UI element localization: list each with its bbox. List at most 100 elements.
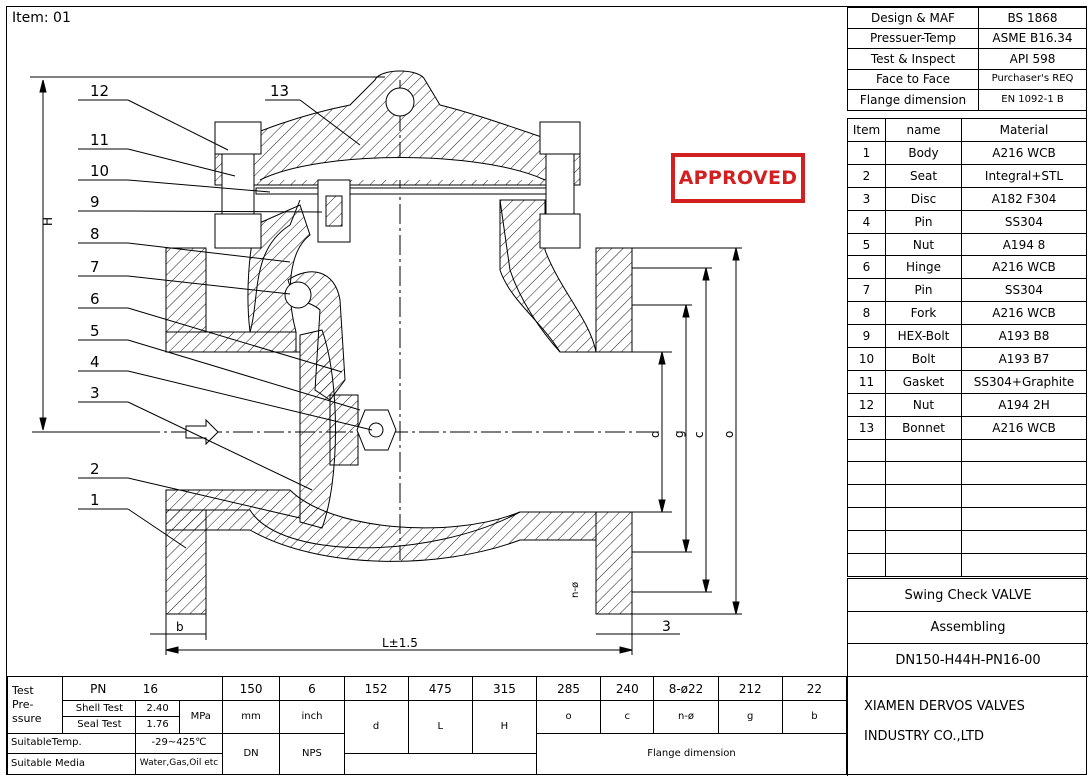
parts-cell-material: A182 F304 <box>961 186 1087 211</box>
callout-10: 10 <box>90 162 109 180</box>
callout-13: 13 <box>270 82 289 100</box>
parts-cell-item: 3 <box>847 186 886 211</box>
parts-cell-name <box>885 530 962 555</box>
drawing-sheet <box>6 6 1087 775</box>
flow-arrow-icon <box>185 418 219 446</box>
suitable-temp-label: SuitableTemp. <box>6 732 137 754</box>
dim-b: b <box>176 620 184 634</box>
dim-val-0: 150 <box>221 675 281 702</box>
parts-cell-material: SS304 <box>961 209 1087 234</box>
title-block: Swing Check VALVE Assembling DN150-H44H-… <box>847 578 1088 676</box>
unit-inch: inch <box>279 700 345 734</box>
parts-cell-item: 12 <box>847 392 886 417</box>
parts-cell-name: Seat <box>885 163 962 188</box>
dim-n-phi: n-ø <box>570 582 581 598</box>
suitable-temp-value: -29~425℃ <box>135 732 223 754</box>
parts-cell-material: A216 WCB <box>961 255 1087 280</box>
parts-cell-item: 5 <box>847 232 886 257</box>
parts-cell-material: A194 2H <box>961 392 1087 417</box>
dim-d: d <box>648 430 662 438</box>
right-bolt <box>545 153 575 215</box>
hinge-pin <box>284 281 312 309</box>
standards-value: EN 1092-1 B <box>978 89 1087 111</box>
parts-cell-name: Gasket <box>885 369 962 394</box>
parts-cell-material: A216 WCB <box>961 415 1087 440</box>
product-name: Swing Check VALVE <box>848 578 1088 612</box>
left-flange-top <box>165 247 207 333</box>
parts-header-material: Material <box>961 118 1087 142</box>
seal-test-label: Seal Test <box>62 716 137 734</box>
callout-6: 6 <box>90 290 100 308</box>
parts-cell-material <box>961 530 1087 555</box>
key-H: H <box>471 700 537 754</box>
parts-cell-material <box>961 461 1087 486</box>
callout-3: 3 <box>90 384 100 402</box>
parts-cell-item: 8 <box>847 301 886 326</box>
left-top-nut <box>214 121 262 155</box>
parts-cell-item: 6 <box>847 255 886 280</box>
parts-cell-material: A193 B7 <box>961 347 1087 371</box>
parts-cell-name: Bolt <box>885 347 962 371</box>
parts-cell-name: Fork <box>885 301 962 326</box>
key-DN: DN <box>221 732 281 776</box>
left-bottom-nut <box>214 213 262 249</box>
standards-label: Face to Face <box>847 68 979 90</box>
item-label: Item: 01 <box>12 10 71 26</box>
mpa-unit: MPa <box>178 700 223 734</box>
dim-val-5: 285 <box>535 675 602 702</box>
parts-cell-material: A194 8 <box>961 232 1087 257</box>
parts-cell-name: Pin <box>885 278 962 303</box>
flange-dimension-label: Flange dimension <box>535 732 848 776</box>
standards-value: ASME B16.34 <box>978 27 1087 49</box>
company-line1: XIAMEN DERVOS VALVES <box>864 699 1025 714</box>
standards-label: Pressuer-Temp <box>847 27 979 49</box>
parts-cell-material <box>961 507 1087 532</box>
key-b: b <box>781 700 848 734</box>
dim-val-3: 475 <box>407 675 473 702</box>
dim-3: 3 <box>662 619 671 635</box>
parts-cell-material <box>961 553 1087 577</box>
parts-cell-item: 2 <box>847 163 886 188</box>
callout-7: 7 <box>90 258 100 276</box>
callout-2: 2 <box>90 460 100 478</box>
body-left-wall <box>247 204 311 333</box>
parts-row <box>847 553 1087 577</box>
standards-value: Purchaser's REQ <box>978 68 1087 90</box>
drawing-number: DN150-H44H-PN16-00 <box>895 653 1041 668</box>
body-right-wall <box>499 199 597 353</box>
parts-row <box>847 461 1087 486</box>
callout-12: 12 <box>90 82 109 100</box>
callout-9: 9 <box>90 193 100 211</box>
key-n-phi: n-ø <box>653 700 719 734</box>
seal-test-value: 1.76 <box>135 716 180 734</box>
shell-test-value: 2.40 <box>135 700 180 718</box>
parts-cell-item <box>847 553 886 577</box>
key-c: c <box>600 700 655 734</box>
key-o: o <box>535 700 602 734</box>
dim-o: o <box>722 431 736 438</box>
parts-cell-material: SS304 <box>961 278 1087 303</box>
key-d: d <box>343 700 409 754</box>
parts-cell-name <box>885 484 962 509</box>
dim-H: H <box>41 217 55 226</box>
parts-cell-name: Nut <box>885 392 962 417</box>
parts-cell-item: 10 <box>847 347 886 371</box>
bonnet-lifting-eye <box>385 87 415 117</box>
parts-cell-name <box>885 507 962 532</box>
parts-cell-item <box>847 530 886 555</box>
parts-cell-material <box>961 438 1087 463</box>
parts-cell-material: SS304+Graphite <box>961 369 1087 394</box>
parts-row <box>847 530 1087 555</box>
body-bottom-wall <box>165 489 597 562</box>
shell-test-label: Shell Test <box>62 700 137 718</box>
